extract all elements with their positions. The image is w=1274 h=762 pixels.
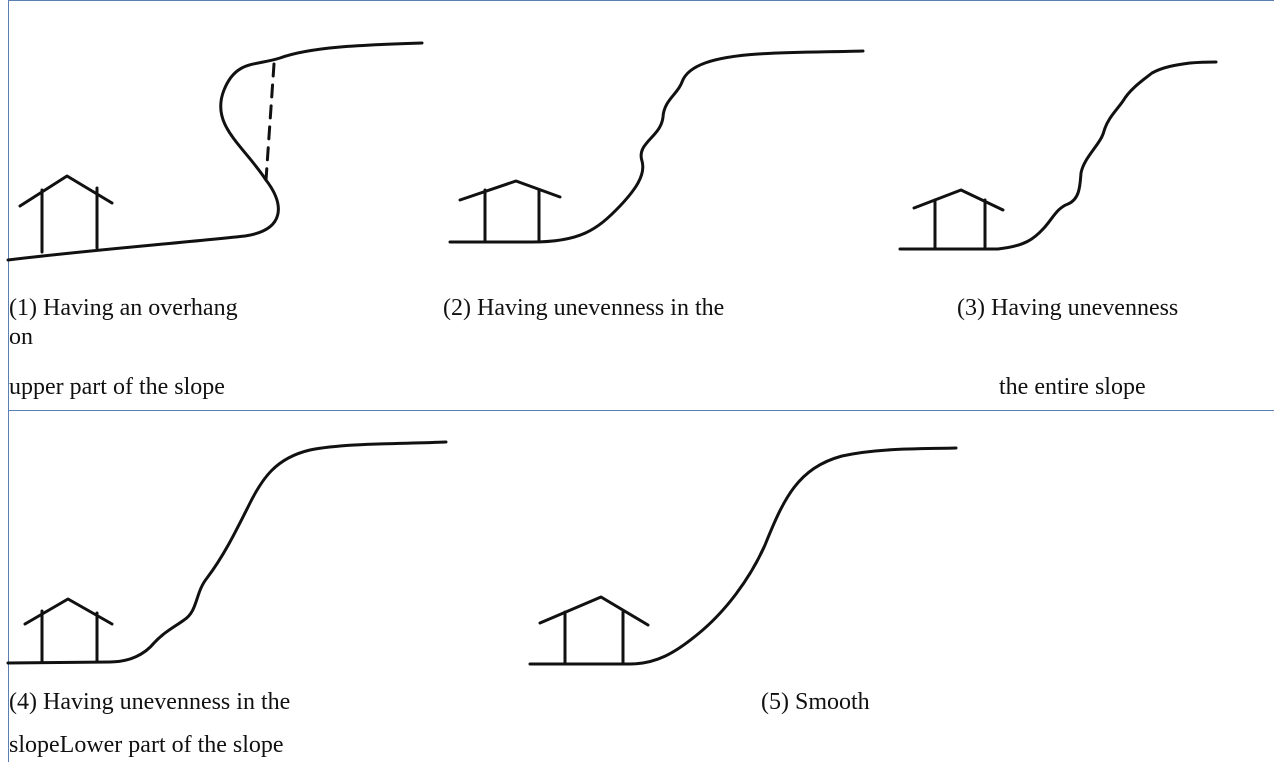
caption-4-line2: slopeLower part of the slope xyxy=(9,731,284,759)
panel-5-smooth xyxy=(520,440,970,665)
table-middle-border xyxy=(8,410,1274,411)
house-icon xyxy=(20,176,112,252)
caption-1-line3: upper part of the slope xyxy=(9,373,225,401)
caption-1-line1: (1) Having an overhang xyxy=(9,294,238,322)
panel-2-illustration xyxy=(440,40,880,270)
caption-3-line3: the entire slope xyxy=(999,373,1146,401)
slope-profile xyxy=(900,62,1216,249)
caption-4-line1: (4) Having unevenness in the xyxy=(9,688,290,716)
caption-2-line1: (2) Having unevenness in the xyxy=(443,294,724,322)
panel-5-illustration xyxy=(520,440,970,665)
panel-2-upper-unevenness xyxy=(440,40,880,270)
caption-3-line1: (3) Having unevenness xyxy=(957,294,1178,322)
house-icon xyxy=(914,190,1003,249)
caption-1-line2: on xyxy=(9,323,33,351)
slope-profile xyxy=(530,448,956,664)
slope-profile xyxy=(450,51,863,242)
panel-1-overhang xyxy=(0,0,440,270)
slope-profile xyxy=(8,43,422,260)
house-icon xyxy=(540,597,648,664)
panel-3-entire-unevenness xyxy=(890,45,1230,270)
house-icon xyxy=(25,599,112,662)
panel-4-illustration xyxy=(0,430,450,665)
panel-1-illustration xyxy=(0,0,440,270)
panel-4-lower-unevenness xyxy=(0,430,450,665)
slope-profile xyxy=(8,442,446,663)
panel-3-illustration xyxy=(890,45,1230,270)
caption-5-line1: (5) Smooth xyxy=(761,688,870,716)
house-icon xyxy=(460,181,560,240)
